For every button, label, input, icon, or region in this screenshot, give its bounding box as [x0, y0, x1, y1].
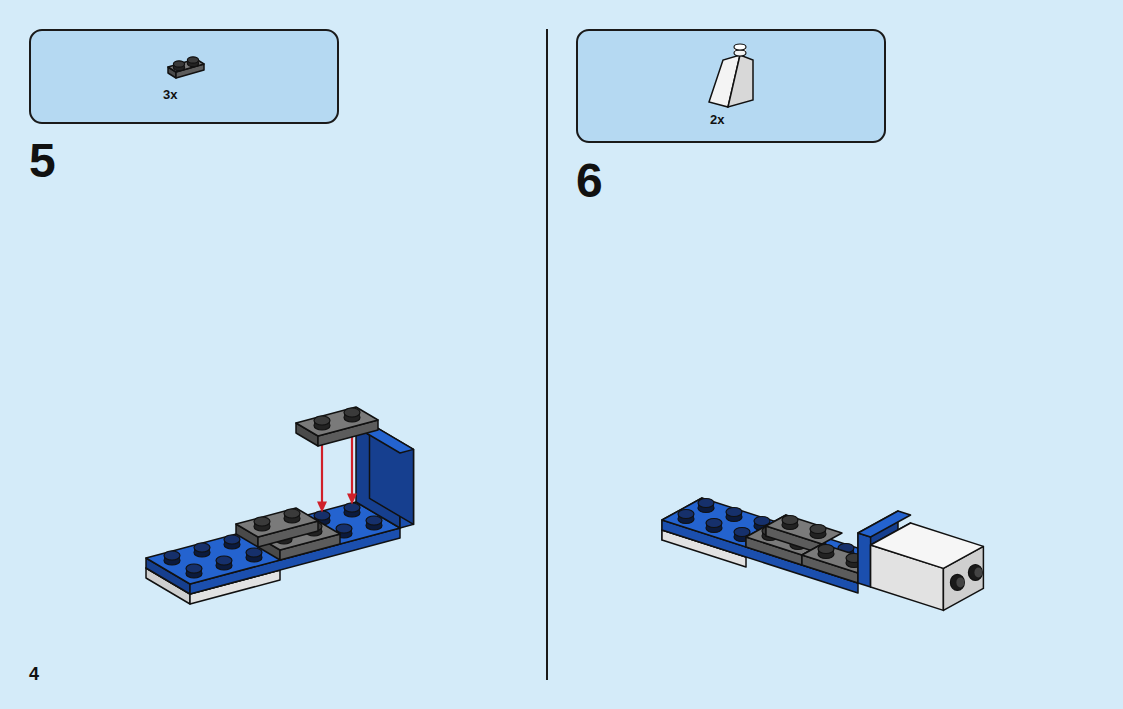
step5-model [146, 407, 414, 604]
step-number: 5 [29, 137, 56, 185]
parts-callout-box: 2x [576, 29, 886, 143]
part-quantity: 2x [710, 113, 724, 126]
step6-model [662, 498, 983, 610]
step-divider [546, 29, 548, 680]
part-quantity: 3x [163, 88, 177, 101]
parts-callout-box: 3x [29, 29, 339, 124]
step-number: 6 [576, 157, 603, 205]
page-number: 4 [29, 665, 39, 683]
